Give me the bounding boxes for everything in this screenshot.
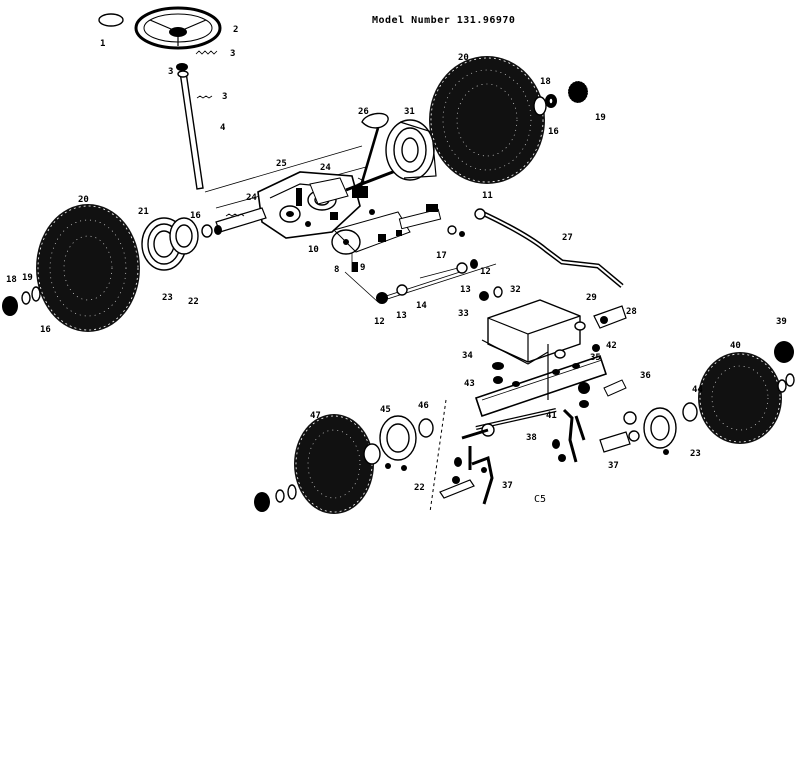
callout: 27 (562, 233, 573, 243)
callout: 2 (233, 25, 238, 35)
callout: 23 (690, 449, 701, 459)
callout: 10 (308, 245, 319, 255)
callout: 3 (168, 67, 173, 77)
right-rear-hub (385, 119, 437, 181)
steering-spring-pin (195, 50, 218, 55)
callout: 16 (190, 211, 201, 221)
front-axle-beam (474, 344, 608, 418)
callout: 39 (776, 317, 787, 327)
callout: 21 (138, 207, 149, 217)
callout: 34 (462, 351, 473, 361)
misc-small-parts (352, 204, 503, 304)
drawing-code: C5 (534, 494, 546, 505)
left-front-tire (294, 414, 374, 514)
left-front-cap-washers (254, 463, 407, 512)
left-rear-tire (36, 204, 140, 332)
left-front-hub (363, 415, 434, 465)
callout: 26 (358, 107, 369, 117)
callout: 12 (374, 317, 385, 327)
right-front-tire (698, 352, 782, 444)
drag-link (474, 208, 624, 288)
spindle-axle-pin (603, 379, 640, 442)
right-spindle-bracket (574, 305, 627, 352)
callout: 9 (360, 263, 365, 273)
callout: 20 (458, 53, 469, 63)
callout: 20 (78, 195, 89, 205)
right-axle-shaft (345, 168, 399, 192)
left-rear-cap-washers (2, 286, 41, 316)
right-front-spindle (552, 408, 631, 463)
right-rear-tire (429, 56, 545, 184)
callout: 23 (162, 293, 173, 303)
model-number: Model Number 131.96970 (372, 15, 515, 26)
callout: 3 (230, 49, 235, 59)
callout: 14 (416, 301, 427, 311)
callout: 42 (606, 341, 617, 351)
right-rear-washers (533, 94, 557, 116)
callout: 17 (436, 251, 447, 261)
callout: 37 (502, 481, 513, 491)
steering-shaft (177, 70, 213, 190)
callout: 24 (320, 163, 331, 173)
callout: 12 (480, 267, 491, 277)
axle-pivot-parts (492, 349, 590, 408)
callout: 16 (548, 127, 559, 137)
callout: 25 (276, 159, 287, 169)
left-hub-washer (201, 224, 222, 238)
callout: 1 (100, 39, 105, 49)
callout: 22 (188, 297, 199, 307)
callout: 18 (6, 275, 17, 285)
left-front-spindle (439, 428, 494, 505)
steering-gear-housing (257, 171, 361, 239)
right-front-cap-washers (663, 341, 795, 455)
leader-line-dashed (429, 399, 447, 513)
front-axle-support-box (481, 299, 581, 365)
callout: 22 (414, 483, 425, 493)
callout: 35 (590, 353, 601, 363)
callout: 40 (730, 341, 741, 351)
callout: 47 (310, 411, 321, 421)
right-front-hub (643, 402, 698, 449)
callout: 38 (526, 433, 537, 443)
steering-sector (331, 208, 442, 255)
callout: 29 (586, 293, 597, 303)
right-rear-cap (567, 80, 589, 104)
callout: 45 (380, 405, 391, 415)
axle-drive-spring (352, 177, 368, 198)
steering-wheel-cap (98, 13, 124, 27)
callout: 13 (396, 311, 407, 321)
callout: 8 (334, 265, 339, 275)
callout: 13 (460, 285, 471, 295)
left-axle-shaft (215, 207, 267, 233)
callout: 11 (482, 191, 493, 201)
callout: 41 (546, 411, 557, 421)
steering-shaft-nut (176, 63, 188, 71)
steering-wheel (134, 6, 222, 50)
callout: 18 (540, 77, 551, 87)
callout: 19 (22, 273, 33, 283)
callout: 44 (692, 385, 703, 395)
callout: 28 (626, 307, 637, 317)
callout: 4 (220, 123, 226, 133)
callout: 36 (640, 371, 651, 381)
callout: 46 (418, 401, 429, 411)
callout: 19 (595, 113, 606, 123)
callout: 31 (404, 107, 415, 117)
callout: 24 (246, 193, 257, 203)
left-rear-hub (141, 217, 199, 271)
callout: 3 (222, 92, 227, 102)
callout: 33 (458, 309, 469, 319)
callout: 43 (464, 379, 475, 389)
callout: 37 (608, 461, 619, 471)
callout: 16 (40, 325, 51, 335)
callout: 32 (510, 285, 521, 295)
callout-labels: 1 2 3 3 3 4 20 20 18 19 16 21 23 22 16 1… (6, 25, 787, 493)
